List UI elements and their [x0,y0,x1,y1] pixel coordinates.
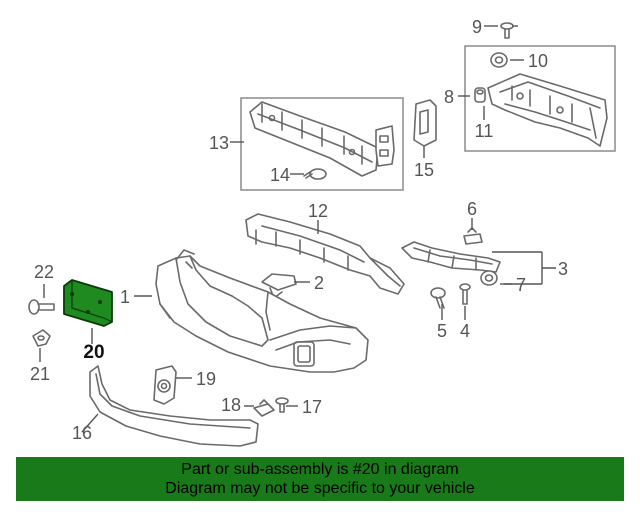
callout-9: 9 [472,17,482,37]
callout-12: 12 [308,201,328,221]
callout-5: 5 [437,321,447,341]
callout-2: 2 [314,273,324,293]
callout-14: 14 [270,165,290,185]
energy-absorber-12 [245,213,405,295]
callout-22: 22 [34,262,54,282]
callout-1: 1 [120,287,130,307]
bolt-5 [430,287,446,309]
fog-lamp-bezel-19 [153,365,177,405]
assembly-box-upper-right [464,45,616,152]
bumper-cover-1 [155,249,369,373]
callout-13: 13 [209,133,229,153]
nut-10 [490,52,508,68]
callout-21: 21 [30,364,50,384]
part-info-banner: Part or sub-assembly is #20 in diagram D… [16,457,624,501]
impact-bar-bracket [487,73,608,147]
retainer-8 [474,87,486,103]
banner-line-2: Diagram may not be specific to your vehi… [165,480,475,497]
callout-19: 19 [196,369,216,389]
bracket-13-side [375,125,395,167]
banner-line-1: Part or sub-assembly is #20 in diagram [181,461,459,478]
callout-8: 8 [444,87,454,107]
lower-valance-16 [89,365,259,447]
callout-3: 3 [558,259,568,279]
bracket-2 [261,273,297,299]
retainer-21 [32,329,51,347]
callout-16: 16 [72,423,92,443]
callout-labels: 1 2 3 4 5 6 7 8 9 10 11 12 13 14 15 16 1… [30,17,568,443]
callout-15: 15 [414,160,434,180]
callout-7: 7 [516,275,526,295]
push-pin-17 [275,397,289,413]
license-plate-bracket-20[interactable] [63,279,113,327]
stud-4 [459,283,471,305]
clip-6 [463,227,483,245]
nut-7 [480,270,498,286]
push-pin-9 [500,22,514,39]
callout-6: 6 [467,199,477,219]
callout-20[interactable]: 20 [83,342,104,363]
energy-absorber-beam [249,101,379,177]
callout-18: 18 [221,395,241,415]
assembly-box-middle [240,97,404,191]
bumper-side-bracket-3 [401,241,501,273]
callout-17: 17 [302,397,322,417]
bolt-22 [28,299,55,315]
clip-18 [253,399,275,417]
leader-lines [39,25,556,433]
bolt-14 [303,168,327,180]
callout-11: 11 [475,121,494,141]
callout-10: 10 [528,51,548,71]
support-bracket-15 [413,99,437,147]
callout-4: 4 [460,321,470,341]
